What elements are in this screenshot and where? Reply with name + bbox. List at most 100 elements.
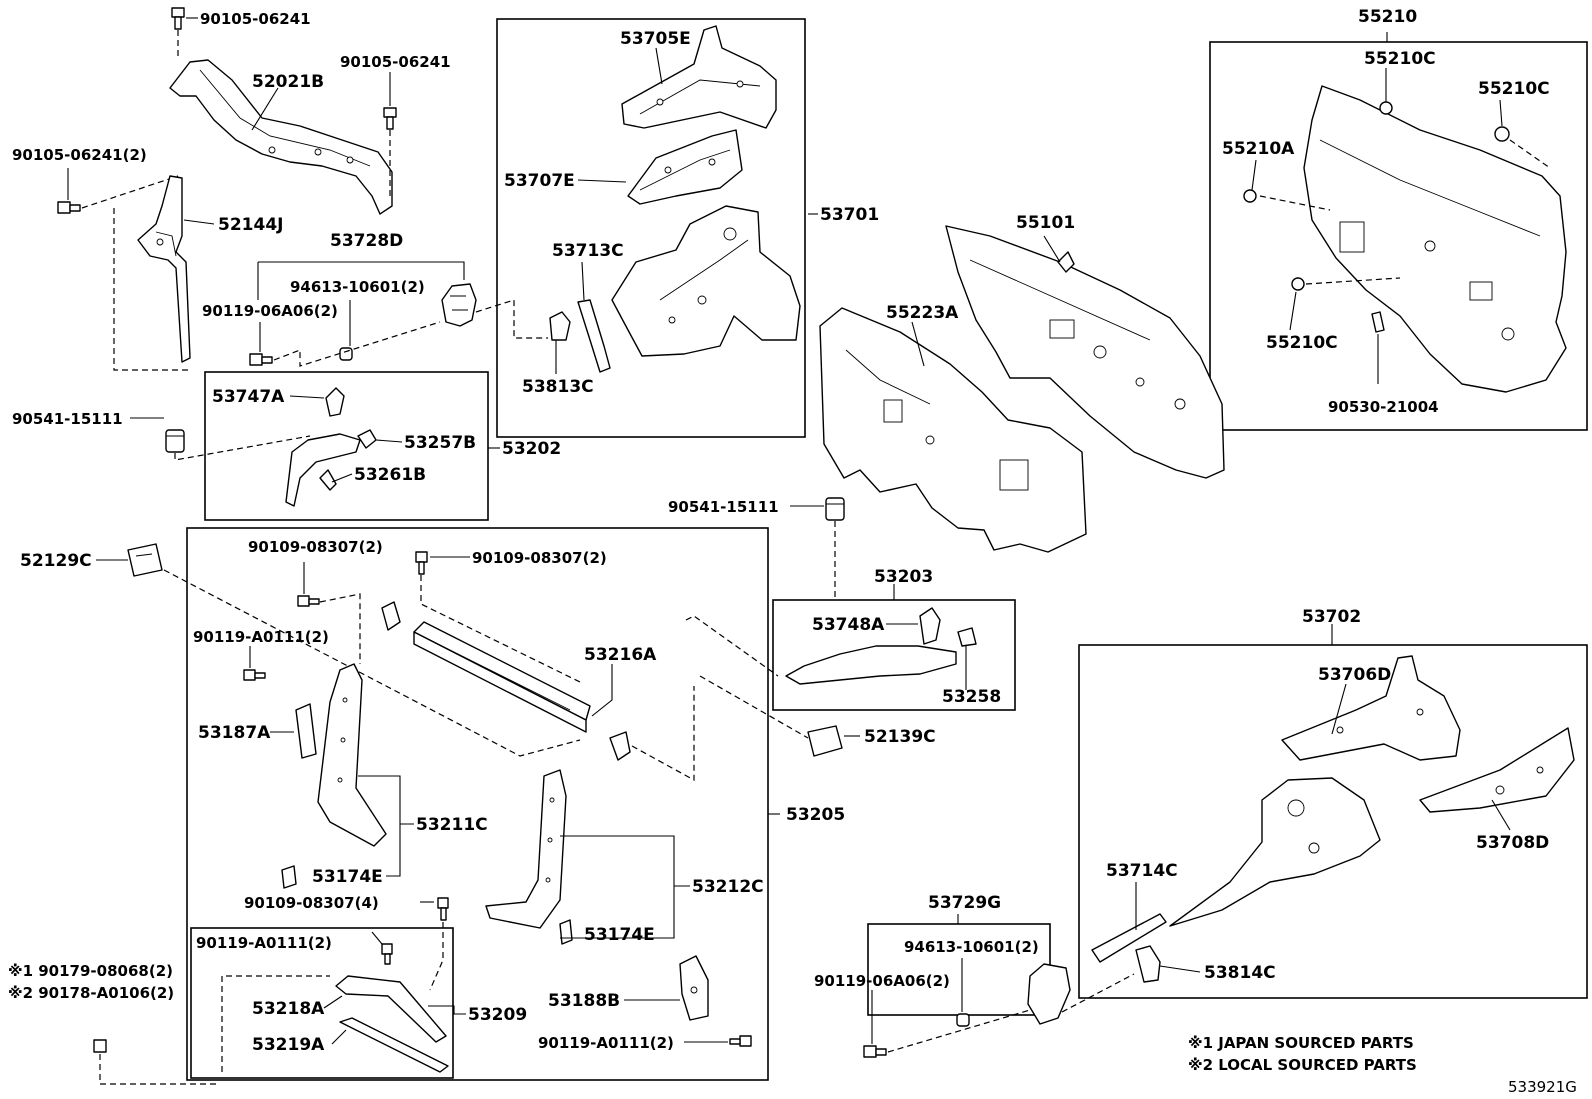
- part-53216A-clip: [381, 601, 401, 631]
- leader-dash: [685, 615, 779, 677]
- part-53174E-b: [559, 919, 573, 945]
- leader-dash: [174, 435, 311, 461]
- diagram-code: 533921G: [1508, 1078, 1577, 1096]
- label-53747A: 53747A: [212, 387, 285, 407]
- label-90541-15111-a: 90541-15111: [12, 410, 123, 428]
- label-53212C: 53212C: [692, 877, 764, 897]
- part-53813C: [549, 311, 571, 341]
- part-53211C-side-support: [317, 663, 387, 847]
- leader-dash: [631, 686, 695, 782]
- label-55223A: 55223A: [886, 303, 959, 323]
- bolt-90105-06241-right: [383, 107, 397, 200]
- leader-dash: [81, 175, 179, 209]
- part-53705E: [621, 25, 777, 129]
- part-53202-bracket: [285, 433, 361, 507]
- leader-dash: [1509, 139, 1551, 169]
- group-box-53209: [190, 927, 454, 1079]
- part-55223A-insulator: [819, 307, 1087, 553]
- label-53713C: 53713C: [552, 241, 624, 261]
- label-53218A: 53218A: [252, 999, 325, 1019]
- label-90105-06241-top: 90105-06241: [200, 10, 311, 28]
- spacer-90541-15111-a: [165, 429, 185, 453]
- bolt-90109-08307-a: [297, 595, 320, 607]
- part-55101-dash-panel: [945, 225, 1225, 479]
- bolt-90109-08307-b: [415, 551, 428, 575]
- label-53261B: 53261B: [354, 465, 426, 485]
- label-90178-A0106-2: ※2 90178-A0106(2): [8, 984, 174, 1002]
- label-90179-08068-2: ※1 90179-08068(2): [8, 962, 173, 980]
- leader-dash: [273, 321, 441, 367]
- bolt-90105-06241-2: [57, 201, 81, 214]
- label-53187A: 53187A: [198, 723, 271, 743]
- label-53219A: 53219A: [252, 1035, 325, 1055]
- label-53174E-b: 53174E: [584, 925, 655, 945]
- part-53702-apron: [1169, 777, 1381, 927]
- label-53705E: 53705E: [620, 29, 691, 49]
- label-90119-06A06-2-b: 90119-06A06(2): [814, 972, 950, 990]
- label-53174E-a: 53174E: [312, 867, 383, 887]
- leader-dash: [221, 975, 330, 1072]
- leader-dash: [475, 299, 548, 339]
- group-box-53701: [496, 18, 806, 438]
- group-box-53702: [1078, 644, 1588, 999]
- bolt-90179-08068: [93, 1039, 107, 1053]
- part-53814C: [1135, 945, 1161, 983]
- part-clip-center: [609, 731, 631, 761]
- part-53216A-upper-support: [413, 621, 591, 733]
- bolt-90119-A0111-c: [729, 1035, 752, 1047]
- leader-lines: [67, 17, 1511, 1045]
- part-53212C-side-support: [485, 769, 567, 929]
- group-box-55210: [1209, 41, 1588, 431]
- label-53258: 53258: [942, 687, 1001, 707]
- part-52021B-panel: [169, 59, 393, 215]
- label-90119-06A06-2-a: 90119-06A06(2): [202, 302, 338, 320]
- part-55101-tab: [1057, 251, 1075, 273]
- part-53713C: [577, 299, 611, 373]
- label-53701: 53701: [820, 205, 879, 225]
- label-53205: 53205: [786, 805, 845, 825]
- label-90530-21004: 90530-21004: [1328, 398, 1439, 416]
- nut-94613-10601-b: [956, 1013, 970, 1027]
- bolt-90119-A0111-a: [243, 669, 266, 681]
- part-53261B: [319, 469, 337, 491]
- label-53216A: 53216A: [584, 645, 657, 665]
- leader-dash: [99, 1054, 216, 1085]
- leader-dash: [319, 593, 361, 664]
- note-local-sourced: ※2 LOCAL SOURCED PARTS: [1188, 1056, 1417, 1074]
- label-90105-06241-right: 90105-06241: [340, 53, 451, 71]
- leader-dash: [887, 1009, 1031, 1053]
- part-53187A: [295, 703, 317, 759]
- part-53174E-a: [281, 865, 297, 889]
- group-box-53202: [204, 371, 489, 521]
- part-labels: 90105-06241 90105-06241 52021B 90105-062…: [8, 7, 1550, 1055]
- label-90109-08307-4: 90109-08307(4): [244, 894, 379, 912]
- spacer-90541-15111-b: [825, 497, 845, 521]
- part-53701-apron: [611, 205, 801, 357]
- leader-dash: [163, 569, 581, 757]
- label-53729G: 53729G: [928, 893, 1001, 913]
- label-55210C-3: 55210C: [1266, 333, 1338, 353]
- clip-55210A: [1243, 189, 1257, 203]
- note-japan-sourced: ※1 JAPAN SOURCED PARTS: [1188, 1034, 1414, 1052]
- legend-notes: ※1 JAPAN SOURCED PARTS ※2 LOCAL SOURCED …: [1188, 1034, 1417, 1074]
- label-90105-06241-2: 90105-06241(2): [12, 146, 147, 164]
- bolt-90119-A0111-b: [381, 943, 393, 965]
- label-53202: 53202: [502, 439, 561, 459]
- label-55210: 55210: [1358, 7, 1417, 27]
- label-55101: 55101: [1016, 213, 1075, 233]
- label-55210A: 55210A: [1222, 139, 1295, 159]
- label-53707E: 53707E: [504, 171, 575, 191]
- label-52021B: 52021B: [252, 72, 324, 92]
- label-53188B: 53188B: [548, 991, 620, 1011]
- label-55210C-2: 55210C: [1478, 79, 1550, 99]
- leader-dash: [1305, 277, 1401, 285]
- part-53706D: [1281, 655, 1461, 761]
- label-53257B: 53257B: [404, 433, 476, 453]
- label-52129C: 52129C: [20, 551, 92, 571]
- label-90109-08307-2-a: 90109-08307(2): [248, 538, 383, 556]
- part-55210-insulator: [1303, 85, 1567, 393]
- label-53728D: 53728D: [330, 231, 403, 251]
- part-53219A: [339, 1017, 449, 1073]
- part-52144J-pillar: [137, 175, 191, 363]
- label-53203: 53203: [874, 567, 933, 587]
